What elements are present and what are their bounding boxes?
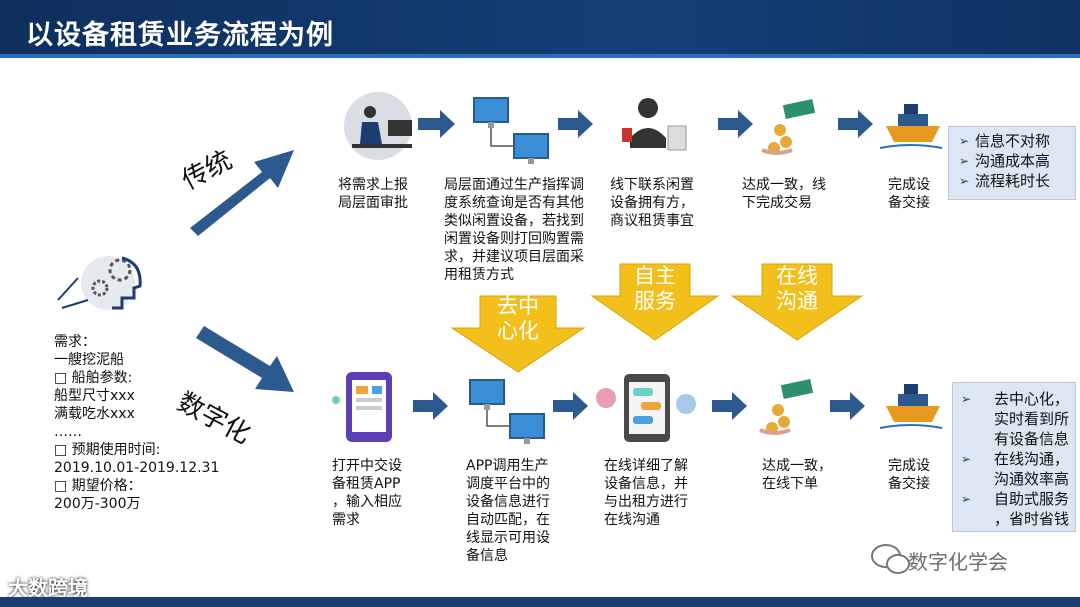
need-line: 船型尺寸xxx bbox=[54, 388, 135, 404]
mobile-app-icon bbox=[332, 372, 392, 442]
digital-step-4: 达成一致， 在线下单 bbox=[762, 458, 832, 492]
network-computers-icon bbox=[473, 97, 549, 164]
flow-arrow-d2 bbox=[553, 392, 588, 420]
issue-item: 沟通成本高 bbox=[955, 151, 1075, 171]
need-line: □ 船舶参数: bbox=[54, 370, 133, 386]
businessman-phone-icon bbox=[622, 98, 687, 151]
bottom-bar bbox=[0, 597, 1080, 607]
digital-benefits-box: 去中心化， 实时看到所 有设备信息 在线沟通， 沟通效率高 自助式服务 ，省时省… bbox=[952, 382, 1076, 532]
traditional-step-3: 线下联系闲置 设备拥有方， 商议租赁事宜 bbox=[610, 177, 694, 229]
traditional-step-4: 达成一致，线 下完成交易 bbox=[742, 177, 826, 211]
digital-branch-arrow bbox=[196, 326, 294, 392]
need-line: 2019.10.01-2019.12.31 bbox=[54, 460, 220, 476]
need-line: □ 预期使用时间: bbox=[54, 442, 161, 458]
need-line: 满载吃水xxx bbox=[54, 406, 135, 422]
need-line: …… bbox=[54, 424, 82, 440]
flow-arrow-t3 bbox=[718, 110, 753, 138]
chevron-online-comm bbox=[730, 263, 864, 341]
flow-arrow-d4 bbox=[830, 392, 865, 420]
benefit-item: 在线沟通， 沟通效率高 bbox=[957, 449, 1075, 489]
ship-icon-2 bbox=[879, 384, 943, 429]
flow-arrow-t4 bbox=[838, 110, 873, 138]
traditional-issues-box: 信息不对称 沟通成本高 流程耗时长 bbox=[948, 126, 1076, 200]
watermark-left: 大数跨境 bbox=[8, 576, 88, 600]
traditional-step-2: 局层面通过生产指挥调 度系统查询是否有其他 类似闲置设备，若找到 闲置设备则打回… bbox=[444, 177, 584, 283]
network-computers-icon-2 bbox=[469, 379, 545, 444]
traditional-step-1: 将需求上报 局层面审批 bbox=[338, 177, 408, 211]
brain-gears-icon bbox=[57, 256, 142, 310]
money-exchange-icon bbox=[761, 99, 816, 155]
need-line: 需求： bbox=[54, 334, 96, 350]
money-exchange-icon-2 bbox=[759, 379, 814, 435]
benefit-item: 去中心化， 实时看到所 有设备信息 bbox=[957, 389, 1075, 449]
chevron-decentralize-label: 去中 心化 bbox=[497, 294, 539, 343]
digital-step-3: 在线详细了解 设备信息，并 与出租方进行 在线沟通 bbox=[604, 458, 688, 528]
flow-arrow-t2 bbox=[558, 110, 593, 138]
issue-item: 信息不对称 bbox=[955, 131, 1075, 151]
benefit-item: 自助式服务 ，省时省钱 bbox=[957, 489, 1075, 529]
chevron-self-service bbox=[590, 263, 720, 341]
traditional-branch-arrow bbox=[190, 150, 294, 236]
need-description: 需求： 一艘挖泥船 □ 船舶参数: 船型尺寸xxx 满载吃水xxx …… □ 预… bbox=[54, 333, 219, 513]
digital-step-2: APP调用生产 调度平台中的 设备信息进行 自动匹配，在 线显示可用设 备信息 bbox=[466, 458, 550, 564]
issue-item: 流程耗时长 bbox=[955, 171, 1075, 191]
need-line: 200万-300万 bbox=[54, 496, 141, 512]
flow-arrow-t1 bbox=[418, 110, 455, 138]
flow-arrow-d3 bbox=[712, 392, 747, 420]
ship-icon bbox=[879, 104, 943, 149]
watermark-right: 数字化学会 bbox=[908, 550, 1008, 574]
person-desk-icon bbox=[344, 92, 412, 160]
chat-phone-icon bbox=[596, 374, 696, 442]
chevron-self-service-label: 自主 服务 bbox=[634, 264, 676, 313]
chevron-decentralize bbox=[450, 295, 586, 373]
title-bar: 以设备租赁业务流程为例 bbox=[0, 0, 1080, 58]
need-line: 一艘挖泥船 bbox=[54, 352, 124, 368]
title-bar-stripe bbox=[0, 54, 1080, 58]
traditional-step-5: 完成设 备交接 bbox=[888, 177, 930, 211]
wechat-icon bbox=[871, 544, 910, 574]
digital-step-1: 打开中交设 备租赁APP ，输入相应 需求 bbox=[332, 458, 402, 528]
flow-arrow-d1 bbox=[413, 392, 448, 420]
chevron-online-comm-label: 在线 沟通 bbox=[776, 264, 818, 313]
digital-step-5: 完成设 备交接 bbox=[888, 458, 930, 492]
need-line: □ 期望价格： bbox=[54, 478, 142, 494]
page-title: 以设备租赁业务流程为例 bbox=[26, 20, 334, 51]
